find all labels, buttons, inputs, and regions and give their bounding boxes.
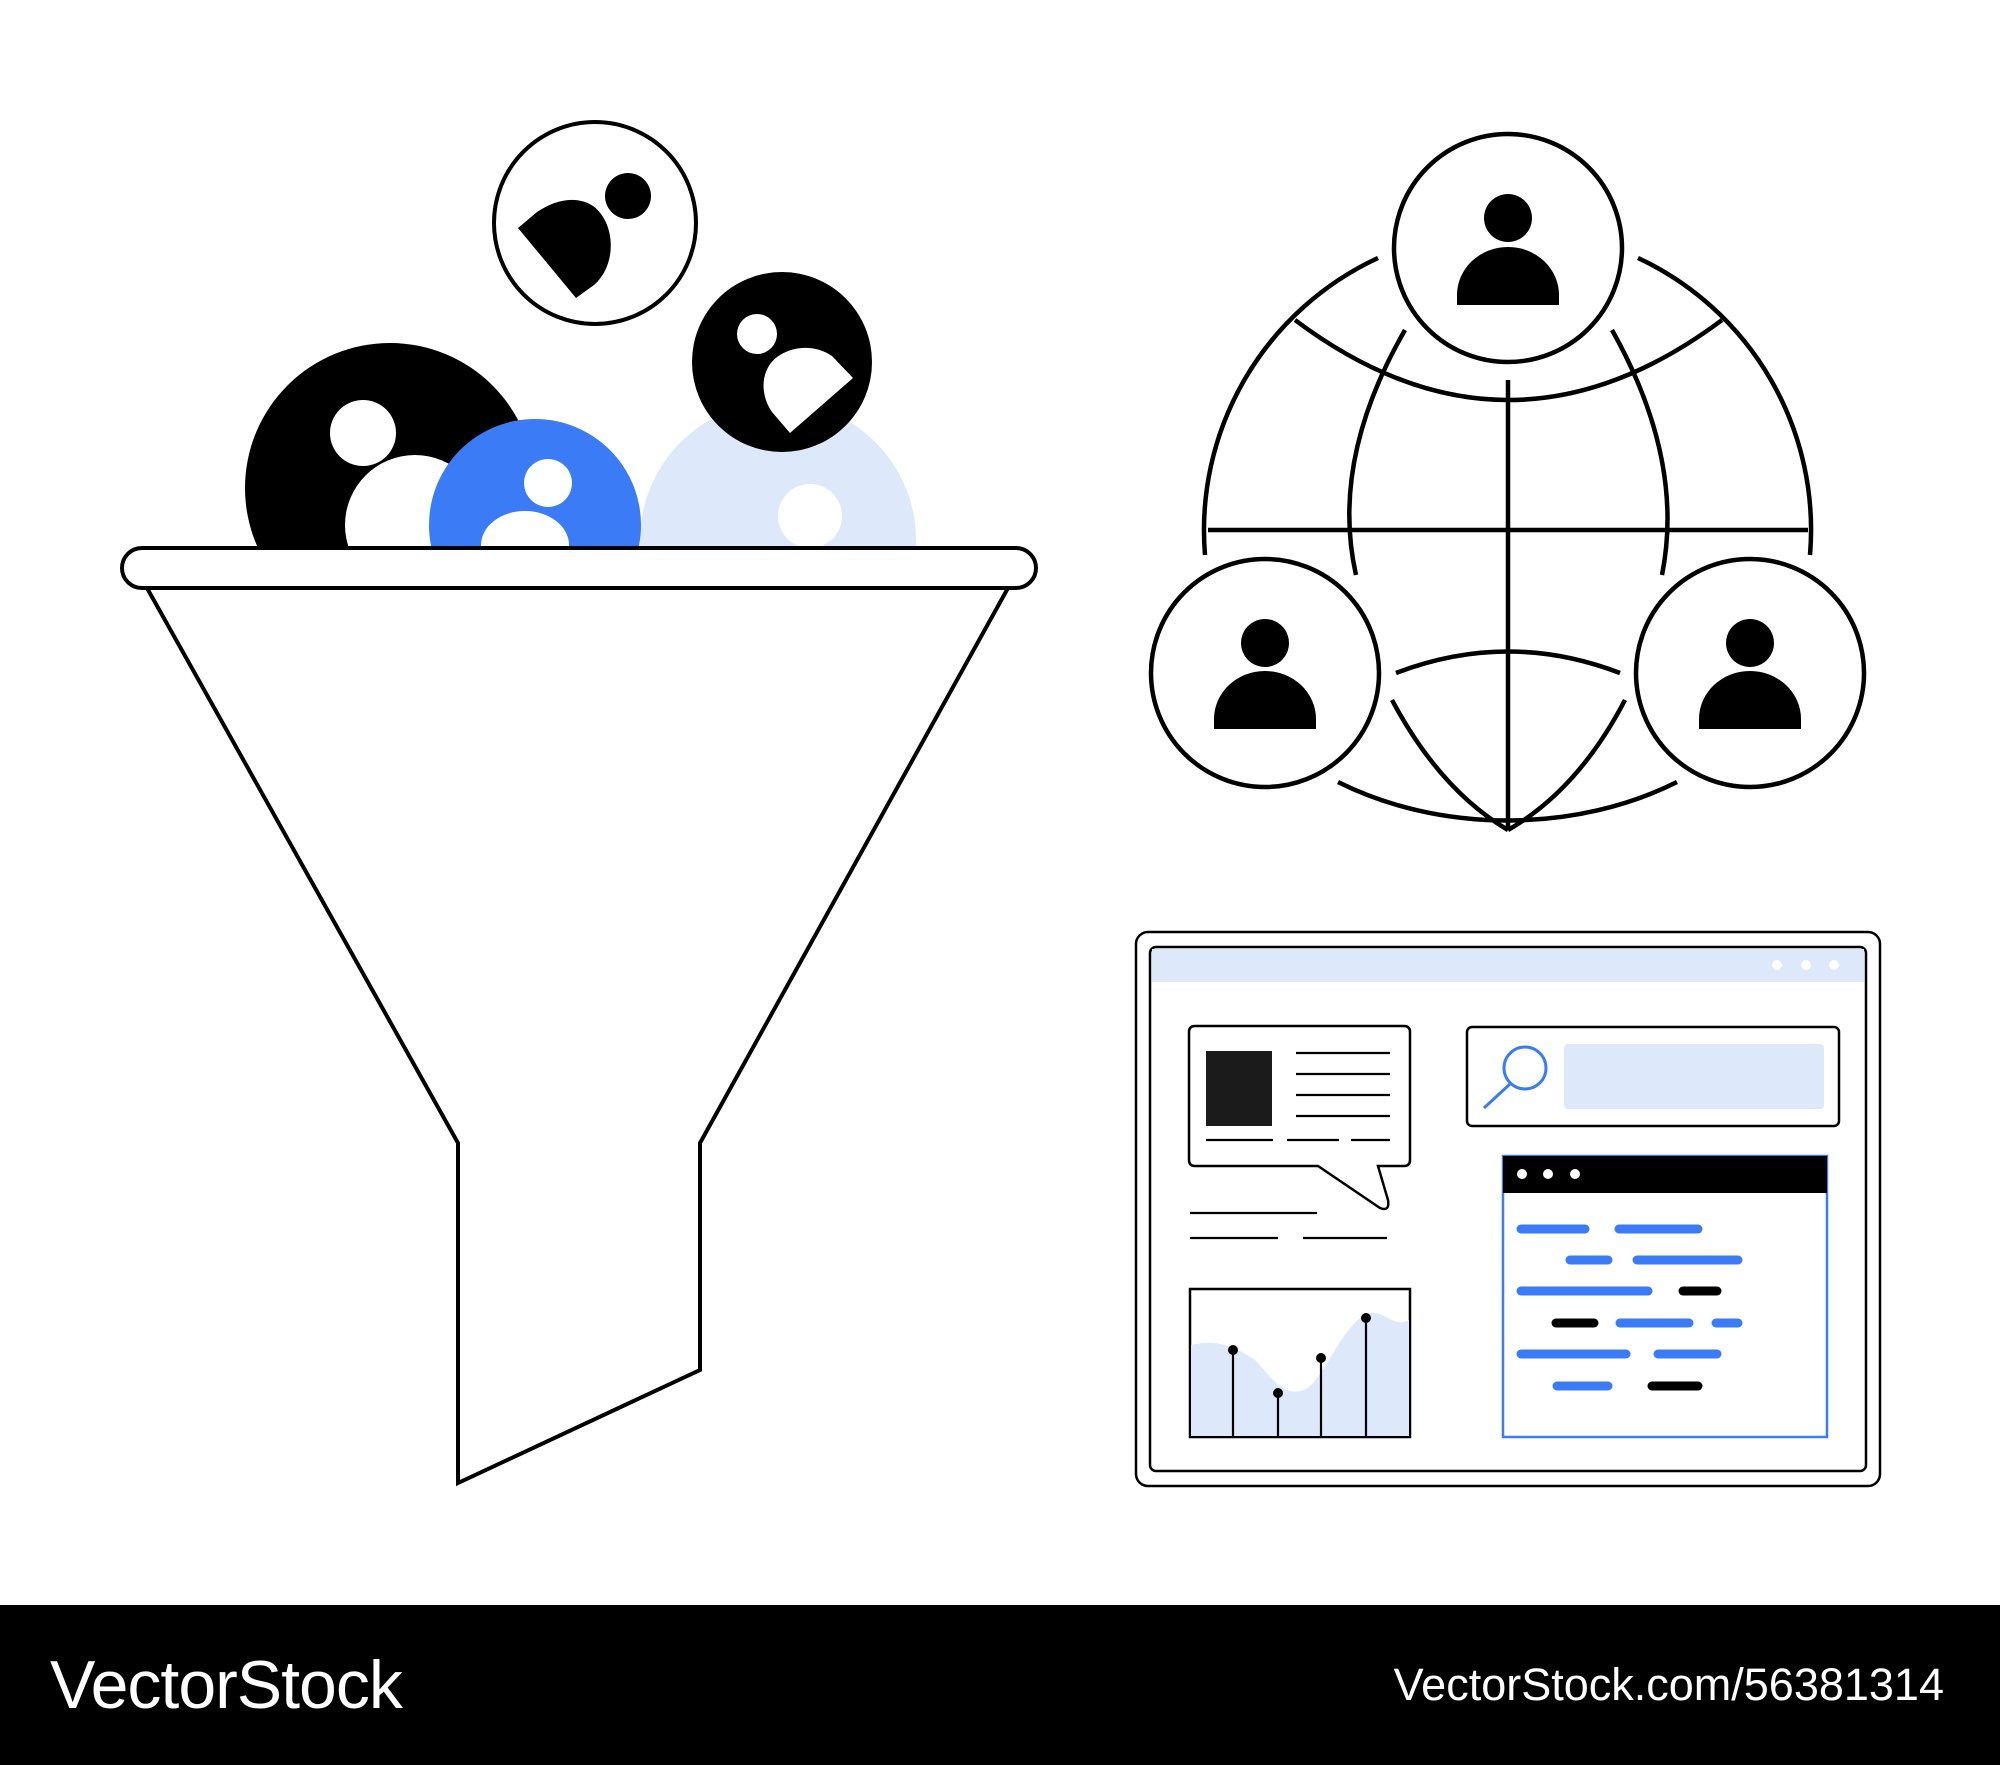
globe-network-group bbox=[1148, 131, 1867, 832]
search-icon bbox=[1482, 1045, 1548, 1110]
user-node-icon bbox=[1391, 131, 1625, 365]
article-thumbnail bbox=[1206, 1051, 1272, 1126]
user-avatar-icon bbox=[692, 272, 872, 452]
browser-window-icon bbox=[1134, 930, 1882, 1488]
speech-bubble-icon bbox=[1187, 1024, 1412, 1211]
search-bar bbox=[1465, 1025, 1841, 1128]
text-lines bbox=[1190, 1211, 1387, 1240]
footer-bar: VectorStock VectorStock.com/56381314 bbox=[0, 1605, 2000, 1765]
funnel-body bbox=[143, 586, 1012, 1487]
globe-icon bbox=[1201, 255, 1814, 832]
user-node-icon bbox=[1633, 556, 1867, 790]
illustration-canvas bbox=[120, 120, 1882, 1488]
user-avatar-icon bbox=[492, 120, 698, 326]
code-window-icon bbox=[1501, 1154, 1829, 1439]
area-chart-icon bbox=[1188, 1287, 1412, 1439]
image-url-id: VectorStock.com/56381314 bbox=[1393, 1659, 1944, 1710]
funnel-rim bbox=[120, 546, 1038, 590]
browser-title-bar bbox=[1152, 949, 1864, 982]
brand-logo: VectorStock bbox=[50, 1647, 403, 1723]
user-node-icon bbox=[1148, 556, 1382, 790]
search-input-field bbox=[1564, 1044, 1824, 1109]
funnel-group bbox=[120, 120, 1038, 1487]
